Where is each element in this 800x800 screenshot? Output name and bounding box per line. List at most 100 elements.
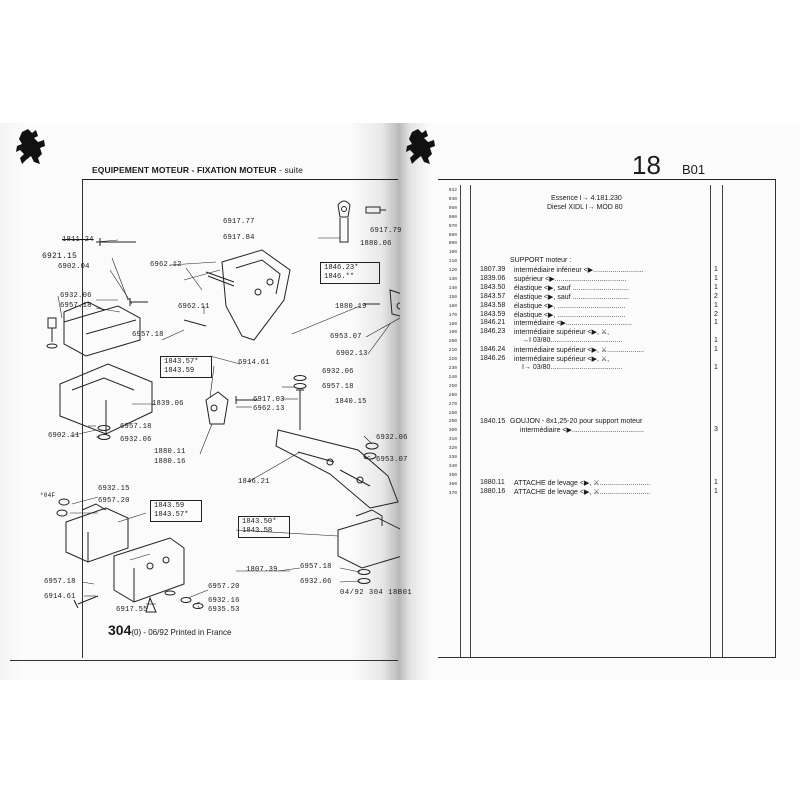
part-qty: 1 (714, 337, 718, 345)
part-ref-box: 1843.57* 1843.59 (160, 356, 212, 378)
part-label: 6932.06 (322, 368, 354, 376)
right-page (398, 123, 800, 680)
part-ref: 1839.06 (480, 274, 506, 282)
line-number: 310 (448, 437, 457, 443)
applicability-line: Diesel XIDL I→ MOD 80 (547, 204, 623, 211)
part-desc: intermédiaire supérieur <▶, ⚔, (514, 356, 610, 363)
line-number: 240 (448, 374, 457, 380)
applicability-line: Essence I→ 4.181.230 (551, 195, 622, 202)
part-label: 1807.39 (246, 566, 278, 574)
part-label: 6902.13 (336, 350, 368, 358)
line-number: 170 (448, 312, 457, 318)
section-code: B01 (682, 162, 706, 177)
line-number: 140 (448, 285, 457, 291)
header-rule (438, 179, 776, 180)
line-number: 280 (448, 410, 457, 416)
part-label: 1811.24 (62, 236, 94, 244)
section-number: 18 (632, 150, 661, 180)
part-label: 6902.04 (58, 263, 90, 271)
part-label: 6902.11 (48, 432, 80, 440)
line-number: 320 (448, 446, 457, 452)
part-label: 1880.11 (154, 448, 186, 456)
part-label: 6932.15 (98, 485, 130, 493)
part-ref: 1880.16 (480, 487, 506, 495)
part-label: 1840.15 (335, 398, 367, 406)
part-qty: 1 (714, 319, 718, 327)
line-number: 370 (448, 490, 457, 496)
part-label: 6917.84 (223, 234, 255, 242)
part-label: 6957.18 (322, 383, 354, 391)
part-desc: intermédiaire supérieur <▶, ⚔...........… (514, 347, 645, 355)
part-desc: supérieur <▶............................… (514, 275, 627, 283)
line-number: 160 (448, 303, 457, 309)
line-number: 200 (448, 339, 457, 345)
part-desc: intermédiaire <▶........................… (520, 427, 644, 434)
line-number: 290 (448, 419, 457, 425)
line-number: 260 (448, 392, 457, 398)
part-label: 6935.53 (208, 606, 240, 614)
part-qty: 1 (714, 274, 718, 282)
part-ref-box: 1846.23* 1846.** (320, 262, 380, 284)
part-label: 6957.18 (132, 331, 164, 339)
line-number: 050 (448, 205, 457, 211)
part-label: 6917.55 (116, 606, 148, 614)
line-number: 070 (448, 223, 457, 229)
part-label: 6914.61 (44, 593, 76, 601)
part-ref: 1843.58 (480, 301, 506, 309)
part-qty: 1 (714, 283, 718, 291)
part-label: 6957.18 (120, 423, 152, 431)
line-number: 120 (448, 268, 457, 274)
part-ref: 1880.11 (480, 479, 505, 486)
line-number: 210 (448, 348, 457, 354)
line-number: 350 (448, 472, 457, 478)
part-desc: intermédiaire inférieur <▶..............… (514, 267, 644, 274)
line-number: 270 (448, 401, 457, 407)
part-label: 6921.15 (42, 252, 78, 261)
line-number: 330 (448, 455, 457, 460)
part-ref: 1846.21 (480, 319, 506, 327)
part-ref: 1840.15 (480, 418, 506, 425)
line-number: 150 (448, 294, 457, 300)
lion-logo-icon (406, 129, 435, 164)
lion-logo-icon (16, 129, 45, 164)
part-label: 6932.06 (376, 434, 408, 442)
part-ref: 1846.23 (480, 328, 506, 336)
column-rule (710, 185, 711, 657)
part-ref: 1846.** (324, 273, 355, 281)
frame-line (82, 180, 83, 658)
part-desc: élastique <▶, ..........................… (514, 311, 626, 319)
part-label: 6914.61 (238, 359, 270, 367)
part-qty: 1 (714, 346, 718, 354)
part-label: 6953.07 (376, 456, 408, 464)
part-desc: intermédiaire <▶........................… (514, 320, 633, 328)
frame-line (775, 179, 776, 657)
part-label: 6917.77 (223, 218, 255, 226)
line-number: 100 (448, 250, 457, 256)
part-ref: 1843.50 (480, 283, 506, 291)
line-number: 190 (448, 330, 457, 336)
part-desc: I→ 03/80................................… (522, 363, 623, 371)
exploded-diagram (46, 200, 400, 613)
part-label: 1839.06 (152, 400, 184, 408)
line-number: 040 (448, 196, 457, 202)
column-rule (722, 185, 723, 657)
part-desc: →I 03/80................................… (522, 337, 623, 345)
line-number: 060 (448, 214, 457, 220)
part-desc: élastique <▶, sauf .....................… (514, 293, 629, 301)
part-ref: 1843.59 (480, 310, 506, 318)
part-ref: 1843.57 (480, 292, 506, 300)
part-label: 6917.03 (253, 396, 285, 404)
part-qty: 1 (714, 479, 718, 486)
line-number: 340 (448, 463, 457, 469)
left-page (0, 123, 398, 680)
header-rule (82, 179, 398, 180)
frame-line (438, 657, 776, 658)
part-ref: 1846.26 (480, 355, 506, 362)
part-label: 6932.06 (300, 578, 332, 586)
line-number: 250 (448, 383, 457, 389)
part-label: 1846.21 (238, 478, 270, 486)
part-label: 6957.18 (60, 302, 92, 310)
part-qty: 1 (714, 301, 718, 309)
part-label: 1880.06 (360, 240, 392, 248)
part-label: 6962.13 (253, 405, 285, 413)
